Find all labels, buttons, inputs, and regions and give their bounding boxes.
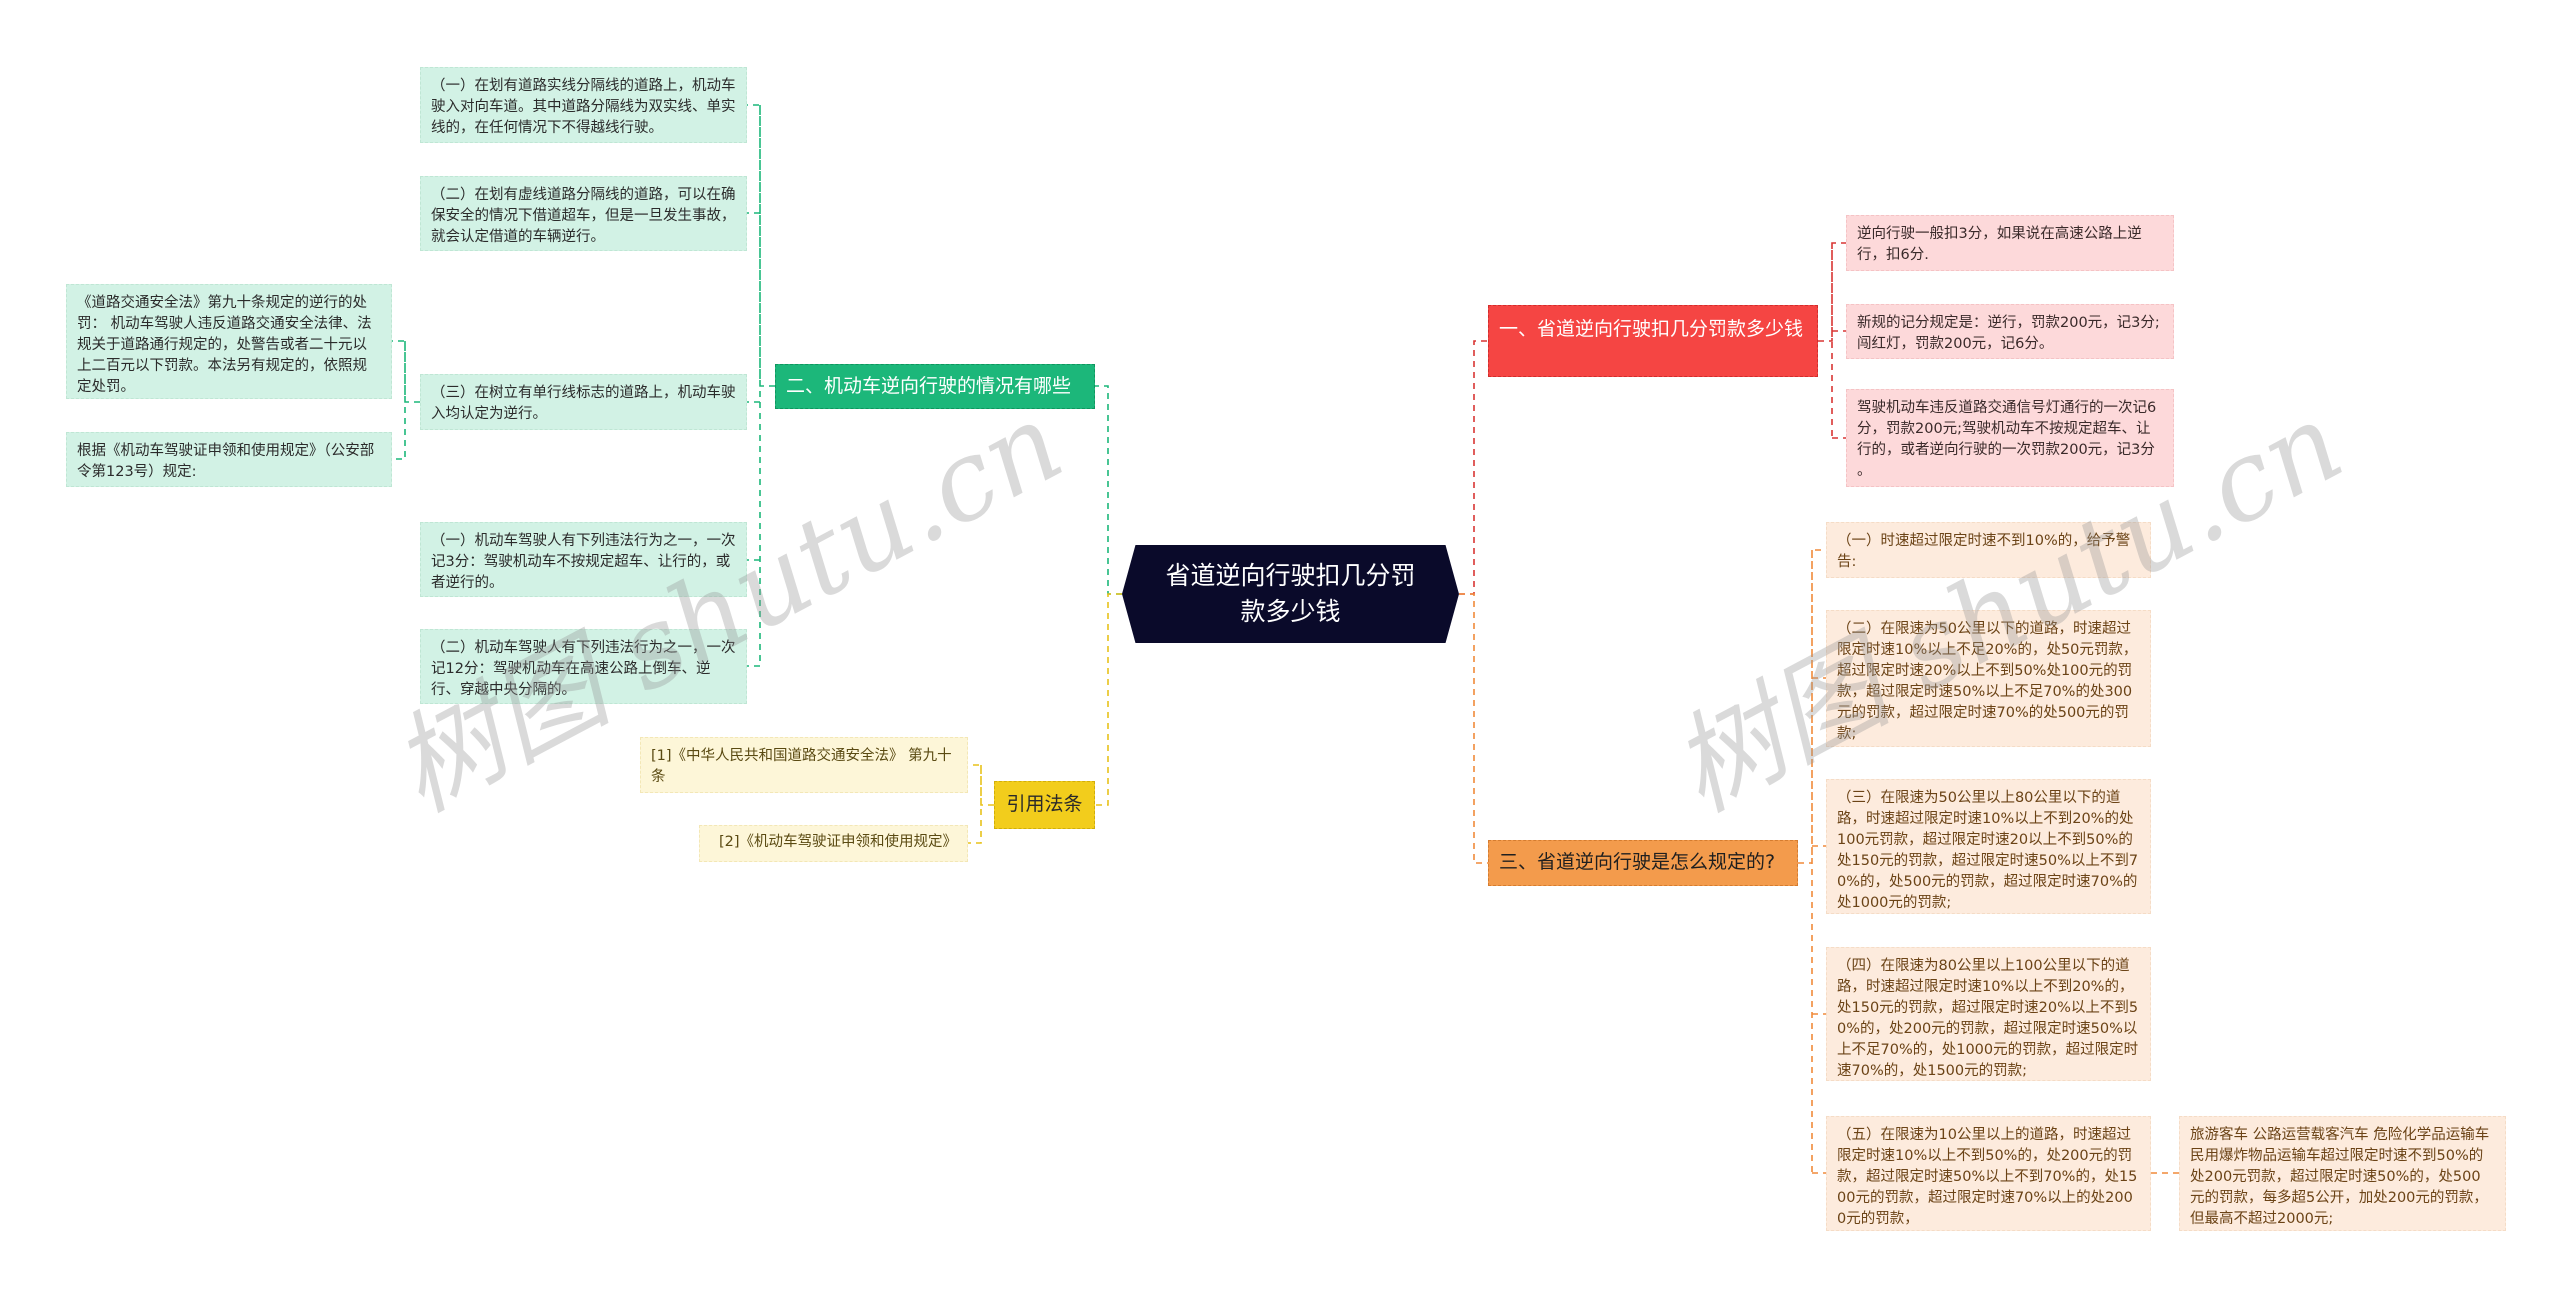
leaf-text: 旅游客车 公路运营载客汽车 危险化学品运输车 民用爆炸物品运输车超过限定时速不到… xyxy=(2190,1127,2490,1228)
leaf-text: 驾驶机动车违反道路交通信号灯通行的一次记6分，罚款200元;驾驶机动车不按规定超… xyxy=(1857,400,2157,480)
leaf-text: （四）在限速为80公里以上100公里以下的道路，时速超过限定时速10%以上不到2… xyxy=(1837,958,2139,1080)
leaf-text: [1]《中华人民共和国道路交通安全法》 第九十条 xyxy=(651,748,952,786)
leaf-node[interactable]: （一）机动车驾驶人有下列违法行为之一，一次记3分：驾驶机动车不按规定超车、让行的… xyxy=(420,522,747,597)
branch-label: 二、机动车逆向行驶的情况有哪些 xyxy=(786,374,1072,397)
leaf-node[interactable]: （三）在限速为50公里以上80公里以下的道路，时速超过限定时速10%以上不到20… xyxy=(1826,779,2151,914)
leaf-node[interactable]: （一）时速超过限定时速不到10%的，给予警告: xyxy=(1826,522,2151,578)
branch-label: 一、省道逆向行驶扣几分罚款多少钱 xyxy=(1499,318,1804,340)
central-topic-node[interactable]: 省道逆向行驶扣几分罚款多少钱 xyxy=(1122,545,1459,643)
sub-leaf-node[interactable]: 旅游客车 公路运营载客汽车 危险化学品运输车 民用爆炸物品运输车超过限定时速不到… xyxy=(2179,1116,2506,1231)
branch-node-cited-laws[interactable]: 引用法条 xyxy=(994,781,1095,829)
reference-node[interactable]: [1]《中华人民共和国道路交通安全法》 第九十条 xyxy=(640,737,968,793)
leaf-text: （三）在树立有单行线标志的道路上，机动车驶入均认定为逆行。 xyxy=(431,385,736,423)
branch-label: 三、省道逆向行驶是怎么规定的? xyxy=(1499,851,1776,874)
leaf-node[interactable]: 新规的记分规定是：逆行，罚款200元，记3分;闯红灯，罚款200元，记6分。 xyxy=(1846,304,2174,359)
leaf-text: （一）时速超过限定时速不到10%的，给予警告: xyxy=(1837,533,2131,571)
leaf-text: （二）在划有虚线道路分隔线的道路，可以在确保安全的情况下借道超车，但是一旦发生事… xyxy=(431,187,736,246)
leaf-text: （二）机动车驾驶人有下列违法行为之一，一次记12分：驾驶机动车在高速公路上倒车、… xyxy=(431,640,736,699)
leaf-node[interactable]: （二）在限速为50公里以下的道路，时速超过限定时速10%以上不足20%的，处50… xyxy=(1826,610,2151,747)
leaf-text: [2]《机动车驾驶证申领和使用规定》 xyxy=(718,834,957,850)
leaf-text: （三）在限速为50公里以上80公里以下的道路，时速超过限定时速10%以上不到20… xyxy=(1837,790,2139,912)
leaf-text: （五）在限速为10公里以上的道路，时速超过限定时速10%以上不到50%的，处20… xyxy=(1837,1127,2138,1228)
branch-label: 引用法条 xyxy=(1006,793,1083,816)
leaf-text: 新规的记分规定是：逆行，罚款200元，记3分;闯红灯，罚款200元，记6分。 xyxy=(1857,315,2160,353)
leaf-text: （一）在划有道路实线分隔线的道路上，机动车驶入对向车道。其中道路分隔线为双实线、… xyxy=(431,78,736,137)
reference-node[interactable]: [2]《机动车驾驶证申领和使用规定》 xyxy=(699,825,968,862)
central-topic-text: 省道逆向行驶扣几分罚款多少钱 xyxy=(1165,560,1416,626)
leaf-text: 逆向行驶一般扣3分，如果说在高速公路上逆行，扣6分. xyxy=(1857,226,2142,264)
leaf-node[interactable]: 逆向行驶一般扣3分，如果说在高速公路上逆行，扣6分. xyxy=(1846,215,2174,271)
branch-node-violation-cases[interactable]: 二、机动车逆向行驶的情况有哪些 xyxy=(775,364,1095,409)
leaf-node[interactable]: （一）在划有道路实线分隔线的道路上，机动车驶入对向车道。其中道路分隔线为双实线、… xyxy=(420,67,747,143)
leaf-node[interactable]: 驾驶机动车违反道路交通信号灯通行的一次记6分，罚款200元;驾驶机动车不按规定超… xyxy=(1846,389,2174,487)
branch-node-regulations[interactable]: 三、省道逆向行驶是怎么规定的? xyxy=(1488,840,1798,886)
branch-node-points-and-fine[interactable]: 一、省道逆向行驶扣几分罚款多少钱 xyxy=(1488,305,1818,377)
leaf-node[interactable]: （三）在树立有单行线标志的道路上，机动车驶入均认定为逆行。 xyxy=(420,374,747,430)
sub-leaf-node[interactable]: 《道路交通安全法》第九十条规定的逆行的处罚： 机动车驾驶人违反道路交通安全法律、… xyxy=(66,284,392,399)
leaf-text: 《道路交通安全法》第九十条规定的逆行的处罚： 机动车驾驶人违反道路交通安全法律、… xyxy=(77,295,372,396)
sub-leaf-node[interactable]: 根据《机动车驾驶证申领和使用规定》（公安部令第123号）规定: xyxy=(66,432,392,487)
leaf-node[interactable]: （四）在限速为80公里以上100公里以下的道路，时速超过限定时速10%以上不到2… xyxy=(1826,947,2151,1081)
leaf-node[interactable]: （二）在划有虚线道路分隔线的道路，可以在确保安全的情况下借道超车，但是一旦发生事… xyxy=(420,176,747,251)
leaf-node[interactable]: （二）机动车驾驶人有下列违法行为之一，一次记12分：驾驶机动车在高速公路上倒车、… xyxy=(420,629,747,704)
leaf-node[interactable]: （五）在限速为10公里以上的道路，时速超过限定时速10%以上不到50%的，处20… xyxy=(1826,1116,2151,1231)
leaf-text: （一）机动车驾驶人有下列违法行为之一，一次记3分：驾驶机动车不按规定超车、让行的… xyxy=(431,533,736,592)
leaf-text: 根据《机动车驾驶证申领和使用规定》（公安部令第123号）规定: xyxy=(77,443,375,481)
leaf-text: （二）在限速为50公里以下的道路，时速超过限定时速10%以上不足20%的，处50… xyxy=(1837,621,2138,743)
